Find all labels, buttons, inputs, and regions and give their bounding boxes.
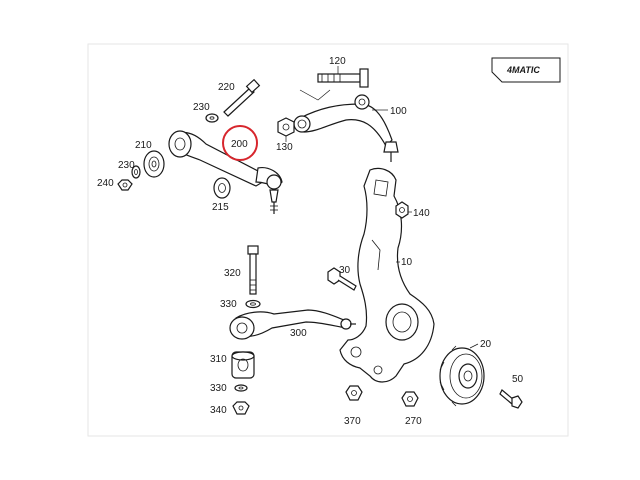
washer-330-upper xyxy=(245,299,261,309)
label-50: 50 xyxy=(512,374,524,385)
label-340: 340 xyxy=(210,405,227,416)
label-30: 30 xyxy=(339,265,351,276)
thrust-arm-200 xyxy=(168,130,283,214)
leader-20 xyxy=(469,343,479,349)
bushing-215 xyxy=(213,177,231,199)
diagram-border xyxy=(87,43,569,437)
label-300: 300 xyxy=(290,328,307,339)
bolt-320 xyxy=(247,245,259,295)
label-120: 120 xyxy=(329,56,346,67)
upper-arm-100 xyxy=(293,94,399,162)
bolt-30 xyxy=(327,267,357,291)
label-270: 270 xyxy=(405,416,422,427)
label-10: 10 xyxy=(401,257,413,268)
lower-arm-300 xyxy=(229,309,356,340)
bolt-50 xyxy=(499,389,523,409)
leader-120-b xyxy=(299,89,331,101)
nut-370 xyxy=(345,385,363,401)
nut-130 xyxy=(277,117,295,137)
label-330-upper: 330 xyxy=(220,299,237,310)
bolt-140 xyxy=(395,201,409,219)
label-320: 320 xyxy=(224,268,241,279)
label-200: 200 xyxy=(231,139,248,150)
washer-330-lower xyxy=(234,384,248,392)
bolt-220 xyxy=(223,78,261,117)
bushing-210 xyxy=(143,150,165,178)
label-20: 20 xyxy=(480,339,492,350)
label-230-upper: 230 xyxy=(193,102,210,113)
label-310: 310 xyxy=(210,354,227,365)
nut-270 xyxy=(401,391,419,407)
steering-knuckle-10 xyxy=(339,167,435,383)
label-140: 140 xyxy=(413,208,430,219)
4matic-badge-text: 4MATIC xyxy=(506,65,540,75)
nut-240 xyxy=(117,179,133,191)
label-330-lower: 330 xyxy=(210,383,227,394)
washer-230-upper xyxy=(205,113,219,123)
label-100: 100 xyxy=(390,106,407,117)
label-370: 370 xyxy=(344,416,361,427)
highlight-ring-200 xyxy=(222,125,258,161)
4matic-badge: 4MATIC xyxy=(491,57,561,83)
label-210: 210 xyxy=(135,140,152,151)
label-130: 130 xyxy=(276,142,293,153)
nut-340 xyxy=(232,401,250,415)
washer-230-left xyxy=(131,165,141,179)
bolt-120 xyxy=(317,68,369,88)
bushing-310 xyxy=(231,351,255,379)
label-240: 240 xyxy=(97,178,114,189)
wheel-hub-20 xyxy=(439,345,485,407)
label-220: 220 xyxy=(218,82,235,93)
label-230-left: 230 xyxy=(118,160,135,171)
label-215: 215 xyxy=(212,202,229,213)
